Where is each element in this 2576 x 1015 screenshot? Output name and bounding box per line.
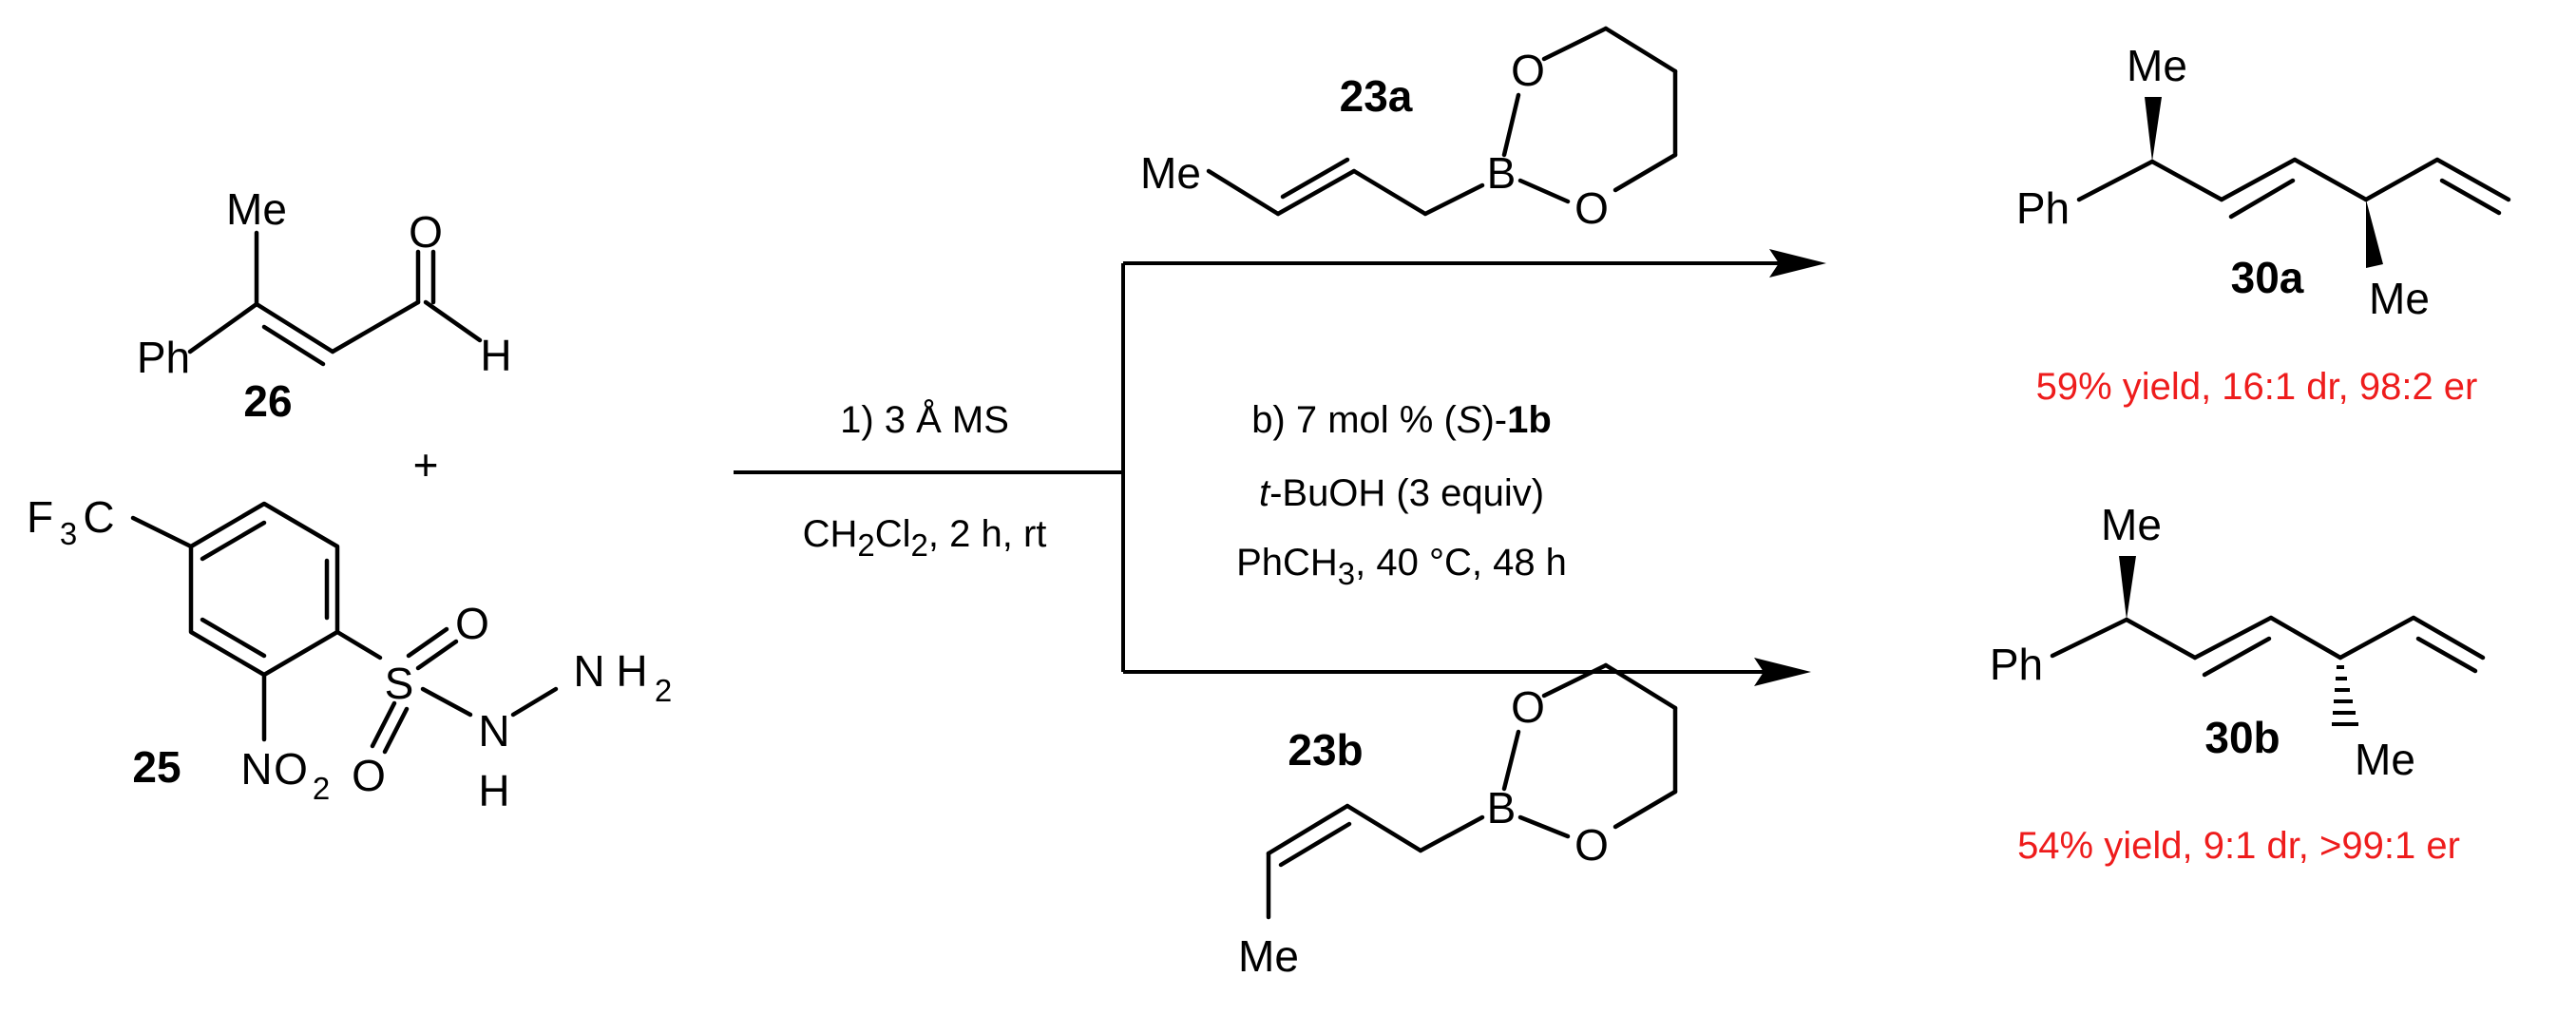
step1-conditions-line2: CH2Cl2, 2 h, rt — [803, 513, 1047, 563]
compound-label-25: 25 — [132, 742, 181, 792]
step2-additive-line: t-BuOH (3 equiv) — [1259, 472, 1544, 514]
atom-f-25: F — [27, 492, 53, 542]
step2-solvent-line: PhCH3, 40 °C, 48 h — [1236, 542, 1567, 591]
atom-n-terminal: N — [573, 646, 604, 696]
atom-ph-30a: Ph — [2016, 183, 2070, 233]
atom-me-30b-top: Me — [2101, 500, 2162, 549]
atom-me-30b-bottom: Me — [2355, 735, 2415, 784]
result-30b: 54% yield, 9:1 dr, >99:1 er — [2017, 825, 2460, 867]
atom-me-26: Me — [226, 184, 287, 234]
atom-h-nh: H — [478, 766, 509, 815]
compound-23a-structure: Me B O O — [1140, 26, 1678, 233]
compound-label-23b: 23b — [1288, 725, 1363, 775]
atom-h-nh2: H — [616, 646, 647, 696]
atom-b-23b: B — [1487, 783, 1517, 833]
atom-me-30a-bottom: Me — [2369, 274, 2430, 323]
atom-h-26: H — [480, 331, 511, 380]
compound-25-structure: F 3 C S O O N H N H 2 N O 2 — [27, 492, 672, 815]
branch-arrows — [1121, 249, 1826, 686]
atom-ph-30b: Ph — [1990, 640, 2043, 689]
atom-me-23b: Me — [1238, 931, 1299, 981]
atom-o-23b-lower: O — [1574, 820, 1609, 870]
result-30a: 59% yield, 16:1 dr, 98:2 er — [2036, 366, 2478, 408]
atom-c-25: C — [83, 492, 114, 542]
sub-2-nitro: 2 — [313, 771, 330, 806]
atom-o-23b-upper: O — [1511, 682, 1545, 732]
step1-conditions-line1: 1) 3 Å MS — [840, 398, 1009, 441]
atom-me-23a: Me — [1140, 148, 1201, 198]
atom-n-nitro: N — [240, 744, 272, 794]
compound-label-23a: 23a — [1340, 71, 1413, 121]
compound-23b-structure: Me B O O — [1238, 662, 1678, 981]
compound-30a-structure: Me Ph Me — [2016, 41, 2511, 323]
sub-3-cf3: 3 — [60, 516, 77, 551]
atom-ph-26: Ph — [137, 333, 190, 382]
atom-o-23a-lower: O — [1574, 183, 1609, 233]
plus-sign: + — [413, 440, 439, 489]
atom-s-25: S — [385, 659, 414, 708]
compound-label-30a: 30a — [2231, 253, 2304, 302]
atom-o-s-lower: O — [352, 751, 386, 800]
step2-catalyst-line: b) 7 mol % (S)-1b — [1251, 399, 1552, 441]
compound-26-structure: Me Ph O H — [137, 184, 512, 382]
compound-label-30b: 30b — [2204, 713, 2280, 762]
compound-30b-structure: Me Ph Me — [1990, 500, 2486, 784]
sub-2-nh2: 2 — [655, 673, 672, 708]
compound-label-26: 26 — [243, 376, 292, 426]
atom-n-sulfonyl: N — [478, 706, 509, 756]
atom-o-nitro: O — [274, 744, 308, 794]
atom-b-23a: B — [1487, 148, 1517, 198]
atom-o-s-upper: O — [455, 599, 489, 648]
atom-o-26: O — [409, 207, 443, 257]
atom-o-23a-upper: O — [1511, 46, 1545, 95]
atom-me-30a-top: Me — [2127, 41, 2187, 90]
